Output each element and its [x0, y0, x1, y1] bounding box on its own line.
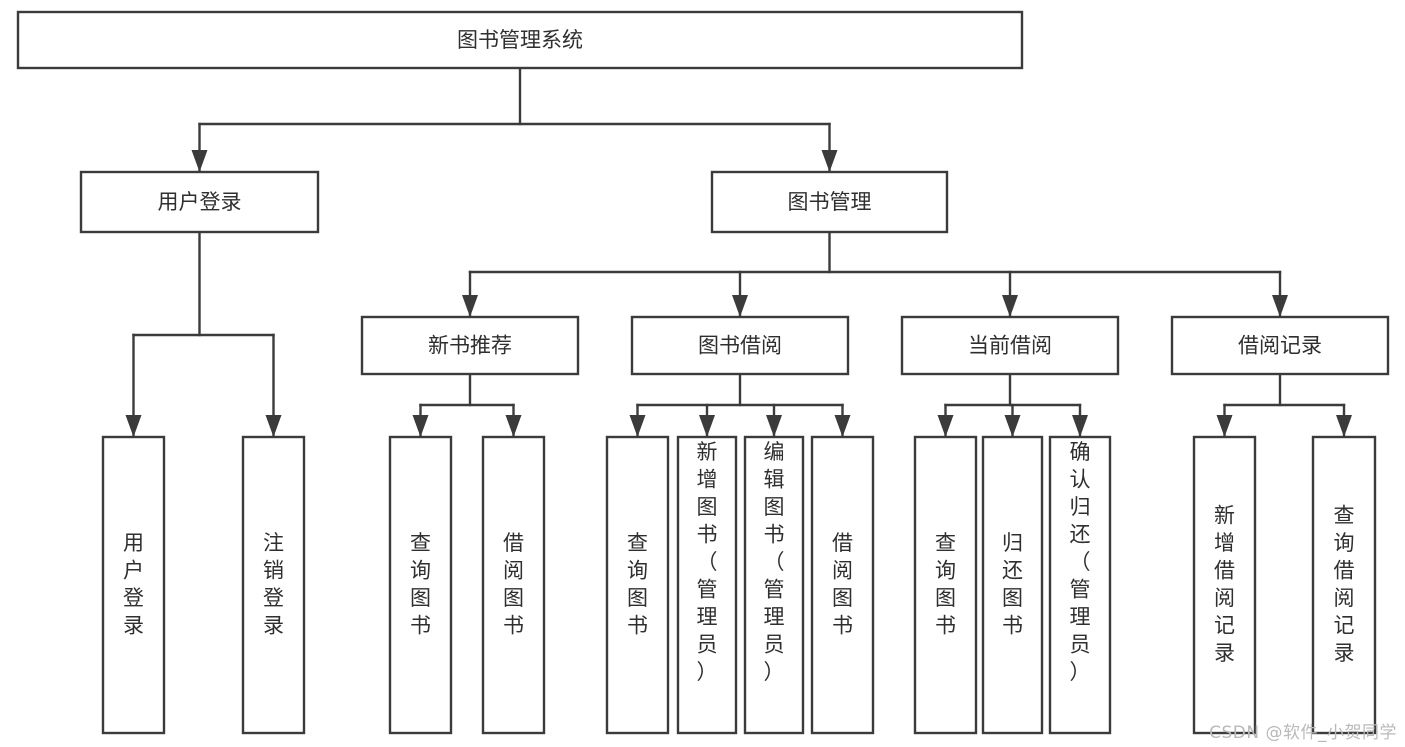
node-label: 查询图书: [935, 531, 956, 638]
node-l3_4[interactable]: 借阅记录: [1170, 315, 1390, 376]
node-leaf_6[interactable]: 新增图书（管理员）: [676, 435, 738, 735]
arrow-head-icon: [629, 415, 646, 437]
arrow-head-icon: [937, 415, 954, 437]
node-leaf_13[interactable]: 查询借阅记录: [1311, 435, 1377, 735]
node-box[interactable]: [481, 435, 546, 735]
node-box[interactable]: [1170, 315, 1390, 376]
node-box[interactable]: [981, 435, 1044, 735]
node-box[interactable]: [16, 10, 1024, 70]
node-box[interactable]: [605, 435, 670, 735]
node-label: 新增图书（管理员）: [697, 440, 718, 684]
node-leaf_10[interactable]: 归还图书: [981, 435, 1044, 735]
node-label: 图书管理系统: [457, 28, 583, 52]
node-box[interactable]: [388, 435, 453, 735]
node-l3_3[interactable]: 当前借阅: [900, 315, 1120, 376]
node-leaf_3[interactable]: 查询图书: [388, 435, 453, 735]
node-leaf_5[interactable]: 查询图书: [605, 435, 670, 735]
arrow-head-icon: [821, 150, 838, 172]
arrow-head-icon: [1072, 415, 1088, 437]
node-label: 借阅图书: [832, 531, 853, 638]
arrow-head-icon: [1216, 415, 1233, 437]
node-leaf_7[interactable]: 编辑图书（管理员）: [743, 435, 805, 735]
node-box[interactable]: [913, 435, 978, 735]
node-label: 新增借阅记录: [1214, 504, 1235, 666]
node-leaf_12[interactable]: 新增借阅记录: [1192, 435, 1257, 735]
node-box[interactable]: [630, 315, 850, 376]
node-root[interactable]: 图书管理系统: [16, 10, 1024, 70]
node-label: 查询借阅记录: [1334, 504, 1355, 666]
node-box[interactable]: [810, 435, 875, 735]
node-box[interactable]: [1311, 435, 1377, 735]
arrow-head-icon: [1336, 415, 1352, 437]
node-label: 编辑图书（管理员）: [764, 440, 785, 684]
node-leaf_4[interactable]: 借阅图书: [481, 435, 546, 735]
node-leaf_9[interactable]: 查询图书: [913, 435, 978, 735]
arrow-head-icon: [462, 295, 478, 317]
arrow-head-icon: [699, 415, 715, 437]
node-label: 借阅记录: [1238, 334, 1322, 358]
node-l3_2[interactable]: 图书借阅: [630, 315, 850, 376]
node-box[interactable]: [101, 435, 166, 735]
arrow-head-icon: [1002, 295, 1018, 317]
node-label: 查询图书: [627, 531, 648, 638]
node-label: 用户登录: [158, 190, 242, 214]
node-label: 图书借阅: [698, 334, 782, 358]
node-l2_2[interactable]: 图书管理: [710, 170, 949, 234]
node-box[interactable]: [900, 315, 1120, 376]
node-label: 新书推荐: [428, 334, 512, 358]
node-l2_1[interactable]: 用户登录: [79, 170, 320, 234]
node-l3_1[interactable]: 新书推荐: [360, 315, 580, 376]
node-box[interactable]: [710, 170, 949, 234]
node-label: 确认归还（管理员）: [1070, 440, 1091, 684]
connector-layer: [125, 66, 1352, 438]
node-leaf_1[interactable]: 用户登录: [101, 435, 166, 735]
arrow-head-icon: [732, 295, 748, 317]
node-leaf_2[interactable]: 注销登录: [241, 435, 306, 735]
node-box[interactable]: [743, 435, 805, 735]
node-box[interactable]: [79, 170, 320, 234]
arrow-head-icon: [1272, 295, 1288, 317]
arrow-head-icon: [766, 415, 782, 437]
arrow-head-icon: [505, 415, 522, 437]
node-layer: 图书管理系统用户登录图书管理新书推荐图书借阅当前借阅借阅记录用户登录注销登录查询…: [16, 10, 1390, 735]
node-leaf_11[interactable]: 确认归还（管理员）: [1048, 435, 1112, 735]
node-label: 用户登录: [123, 531, 144, 638]
node-label: 归还图书: [1002, 531, 1023, 638]
node-leaf_8[interactable]: 借阅图书: [810, 435, 875, 735]
arrow-head-icon: [191, 150, 208, 172]
node-box[interactable]: [1048, 435, 1112, 735]
node-label: 查询图书: [410, 531, 431, 638]
arrow-head-icon: [1004, 415, 1021, 437]
node-label: 图书管理: [788, 190, 872, 214]
arrow-head-icon: [265, 415, 282, 437]
node-label: 借阅图书: [503, 531, 524, 638]
node-label: 注销登录: [263, 531, 284, 638]
node-box[interactable]: [1192, 435, 1257, 735]
node-box[interactable]: [241, 435, 306, 735]
node-box[interactable]: [360, 315, 580, 376]
node-box[interactable]: [676, 435, 738, 735]
arrow-head-icon: [125, 415, 142, 437]
node-label: 当前借阅: [968, 334, 1052, 358]
arrow-head-icon: [834, 415, 851, 437]
arrow-head-icon: [412, 415, 429, 437]
